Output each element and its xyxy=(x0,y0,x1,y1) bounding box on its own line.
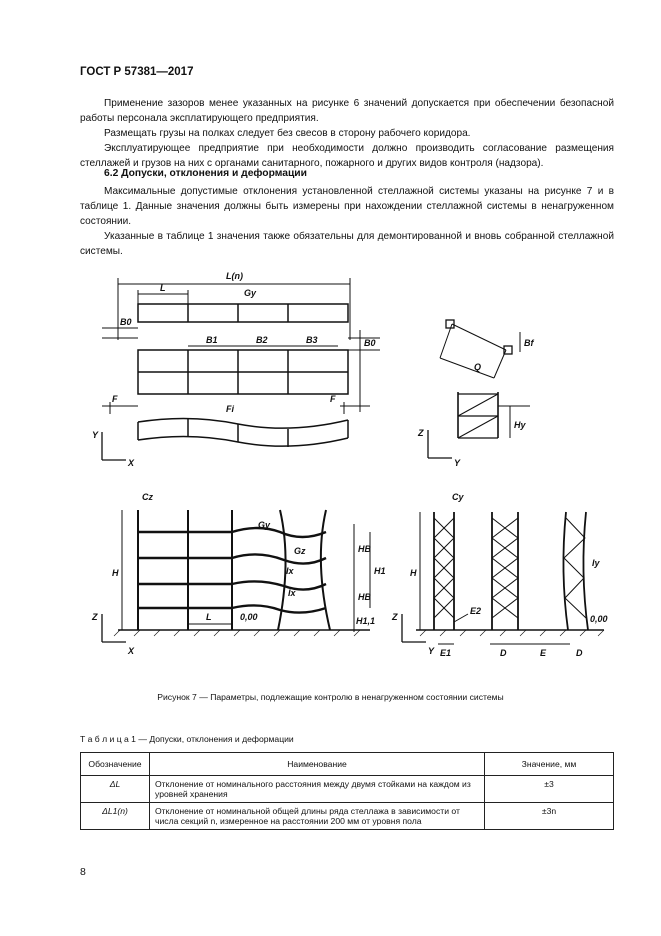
label-H-front: H xyxy=(112,568,119,578)
label-Z-axis-side: Z xyxy=(391,612,398,622)
label-E2: E2 xyxy=(470,606,481,616)
label-Cz: Cz xyxy=(142,492,153,502)
paragraph-deviations: Максимальные допустимые отклонения устан… xyxy=(80,186,614,227)
label-X-axis: X xyxy=(127,458,135,468)
figure-7-drawing: L(n) L Gy B0 B1 B2 B3 B0 F Fi F Y X Q Bf… xyxy=(91,271,608,658)
document-header: ГОСТ Р 57381—2017 xyxy=(80,66,194,78)
label-Hy: Hy xyxy=(514,420,526,430)
label-E1: E1 xyxy=(440,648,451,658)
row-designation: ΔL xyxy=(80,775,150,803)
row-designation: ΔL1(n) xyxy=(80,802,150,830)
label-D-left: D xyxy=(500,648,507,658)
label-Y-axis-side: Y xyxy=(428,646,435,656)
label-Ix-bottom: Ix xyxy=(288,588,297,598)
header-value: Значение, мм xyxy=(484,752,614,776)
label-B1: B1 xyxy=(206,335,218,345)
row-value: ±3 xyxy=(484,775,614,803)
label-Y-axis: Y xyxy=(92,430,99,440)
table-caption: Т а б л и ц а 1 — Допуски, отклонения и … xyxy=(80,734,294,744)
label-B3: B3 xyxy=(306,335,318,345)
label-Z-axis-top: Z xyxy=(417,428,424,438)
row-name: Отклонение от номинального расстояния ме… xyxy=(149,775,485,803)
label-Fi: Fi xyxy=(226,404,234,414)
label-L-n: L(n) xyxy=(226,271,243,281)
figure-caption: Рисунок 7 — Параметры, подлежащие контро… xyxy=(157,692,504,702)
table-row: ΔL1(n) Отклонение от номинальной общей д… xyxy=(80,802,614,830)
label-Z-axis-front: Z xyxy=(91,612,98,622)
paragraph-approval: Эксплуатирующее предприятие при необходи… xyxy=(80,143,614,169)
paragraph-loads: Размещать грузы на полках следует без св… xyxy=(104,128,471,139)
label-F-right: F xyxy=(330,394,336,404)
label-Gy: Gy xyxy=(244,288,257,298)
label-F-left: F xyxy=(112,394,118,404)
row-value: ±3n xyxy=(484,802,614,830)
table-row: ΔL Отклонение от номинального расстояния… xyxy=(80,775,614,803)
header-name: Наименование xyxy=(149,752,485,776)
label-Q: Q xyxy=(474,362,481,372)
label-L-front: L xyxy=(206,612,212,622)
label-zero-side: 0,00 xyxy=(590,614,608,624)
page-number: 8 xyxy=(80,866,86,878)
header-designation: Обозначение xyxy=(80,752,150,776)
label-L: L xyxy=(160,283,166,293)
label-Gz: Gz xyxy=(294,546,306,556)
label-X-axis-front: X xyxy=(127,646,135,656)
label-Gy-front: Gy xyxy=(258,520,271,530)
label-HB-top: HB xyxy=(358,544,371,554)
label-Cy: Cy xyxy=(452,492,464,502)
label-B0-right: B0 xyxy=(364,338,376,348)
label-E: E xyxy=(540,648,547,658)
label-B2: B2 xyxy=(256,335,268,345)
table-header-row: Обозначение Наименование Значение, мм xyxy=(80,752,614,776)
label-D-right: D xyxy=(576,648,583,658)
paragraph-clearance: Применение зазоров менее указанных на ри… xyxy=(80,98,614,124)
label-Bf: Bf xyxy=(524,338,534,348)
label-Ix-top: Ix xyxy=(286,566,295,576)
section-heading: 6.2 Допуски, отклонения и деформации xyxy=(104,168,307,179)
row-name: Отклонение от номинальной общей длины ря… xyxy=(149,802,485,830)
label-zero-front: 0,00 xyxy=(240,612,258,622)
label-B0-left: B0 xyxy=(120,317,132,327)
label-H1-1: H1,1 xyxy=(356,616,375,626)
tolerances-table: Обозначение Наименование Значение, мм ΔL… xyxy=(80,752,614,830)
label-H-side: H xyxy=(410,568,417,578)
paragraph-reassembled: Указанные в таблице 1 значения также обя… xyxy=(80,231,614,257)
label-Y-axis-top: Y xyxy=(454,458,461,468)
label-H1: H1 xyxy=(374,566,386,576)
label-HB-bottom: HB xyxy=(358,592,371,602)
label-Iy: Iy xyxy=(592,558,601,568)
